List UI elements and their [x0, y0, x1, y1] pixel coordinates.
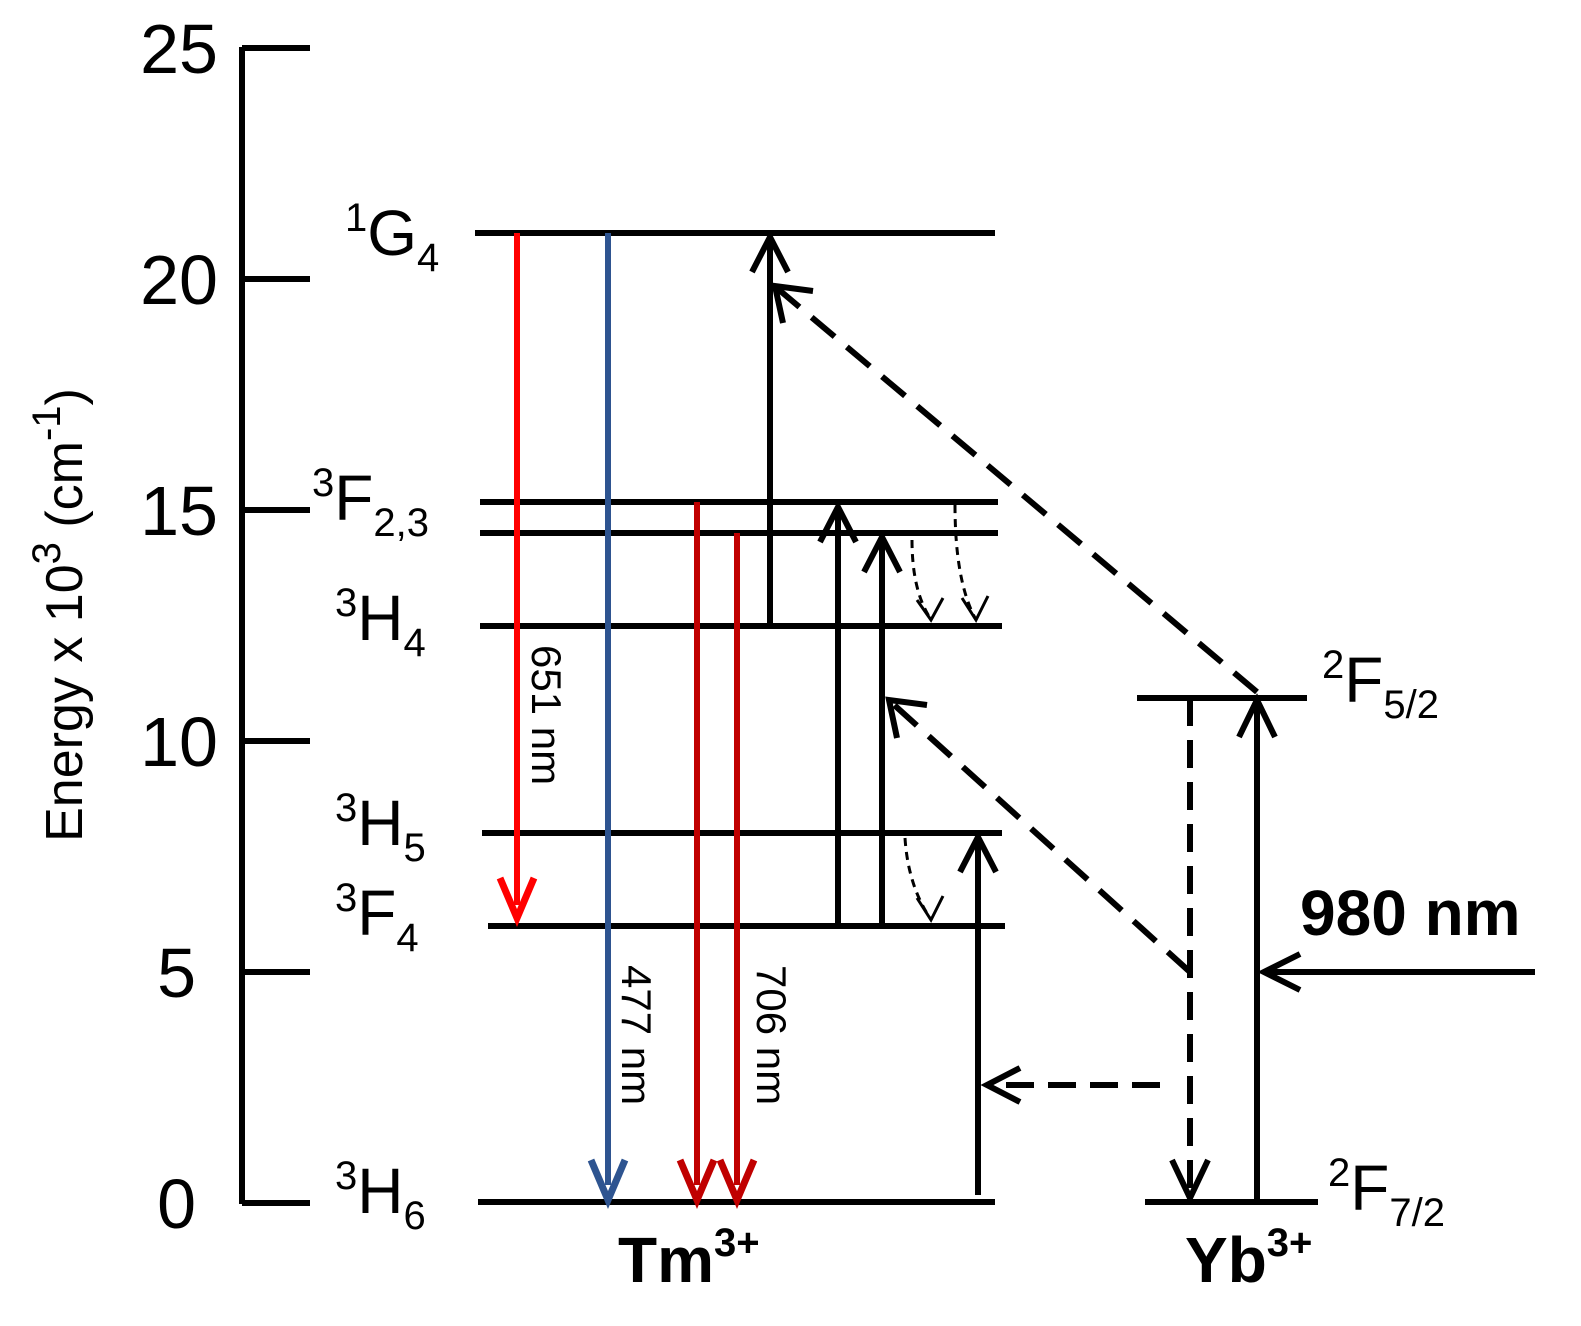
- excitation-arrow-3F4-3F2: [817, 500, 859, 926]
- wavelength-labels: 651 nm 477 nm 706 nm: [523, 645, 795, 1105]
- yb-level-labels: 2F5/2 2F7/2: [1322, 643, 1445, 1235]
- energy-transfer-arrow-3: [771, 282, 1259, 695]
- emission-arrow-651: [496, 233, 538, 927]
- relaxation-arrow-c: [903, 837, 945, 924]
- yb-transitions: [1169, 693, 1535, 1206]
- pump-arrow: [1257, 951, 1535, 993]
- wavelength-label-706: 706 nm: [748, 965, 795, 1105]
- emission-arrow-477: [587, 233, 629, 1209]
- excitation-arrows: [749, 230, 999, 1195]
- level-label-3H6: 3H6: [335, 1154, 426, 1238]
- pump-label: 980 nm: [1300, 877, 1521, 949]
- yb-levels: [1137, 695, 1318, 1205]
- yb-absorption-arrow: [1236, 693, 1278, 1202]
- level-label-3F23: 3F2,3: [312, 461, 429, 545]
- wavelength-label-651: 651 nm: [523, 645, 570, 785]
- energy-transfer-arrow-2: [885, 696, 1193, 975]
- relaxation-arrows: [903, 504, 990, 924]
- wavelength-label-477: 477 nm: [613, 965, 660, 1105]
- level-label-2F72: 2F7/2: [1328, 1151, 1445, 1235]
- excitation-arrow-3F4-3F3: [861, 530, 903, 926]
- energy-transfer-arrow-1: [980, 1065, 1160, 1105]
- excitation-arrow-3H4-1G4: [749, 230, 791, 626]
- axis-title: Energy x 103 (cm-1): [25, 388, 94, 842]
- relaxation-arrow-b: [953, 504, 990, 624]
- level-label-3F4: 3F4: [335, 876, 419, 960]
- ion-label-tm: Tm3+: [618, 1221, 760, 1296]
- ion-label-yb: Yb3+: [1185, 1221, 1312, 1296]
- excitation-arrow-3H6-3H5: [957, 830, 999, 1195]
- tick-label-20: 20: [140, 241, 218, 319]
- emission-arrow-706b: [716, 533, 758, 1209]
- level-label-3H4: 3H4: [335, 581, 426, 665]
- energy-transfer-arrows: [771, 282, 1259, 1105]
- relaxation-arrow-a: [910, 539, 945, 623]
- tick-label-15: 15: [140, 472, 218, 550]
- tick-label-10: 10: [140, 703, 218, 781]
- tick-label-5: 5: [157, 934, 196, 1012]
- tm-level-labels: 1G4 3F2,3 3H4 3H5 3F4 3H6: [312, 196, 439, 1238]
- tick-label-25: 25: [140, 10, 218, 88]
- yb-relaxation-arrow: [1169, 698, 1211, 1206]
- emission-arrow-706a: [676, 502, 718, 1209]
- emission-arrows: [496, 233, 758, 1209]
- level-label-2F52: 2F5/2: [1322, 643, 1439, 727]
- level-label-3H5: 3H5: [335, 786, 426, 870]
- tick-label-0: 0: [157, 1165, 196, 1243]
- level-label-1G4: 1G4: [345, 196, 439, 280]
- energy-axis: 0 5 10 15 20 25 Energy x 103 (cm-1): [25, 10, 310, 1243]
